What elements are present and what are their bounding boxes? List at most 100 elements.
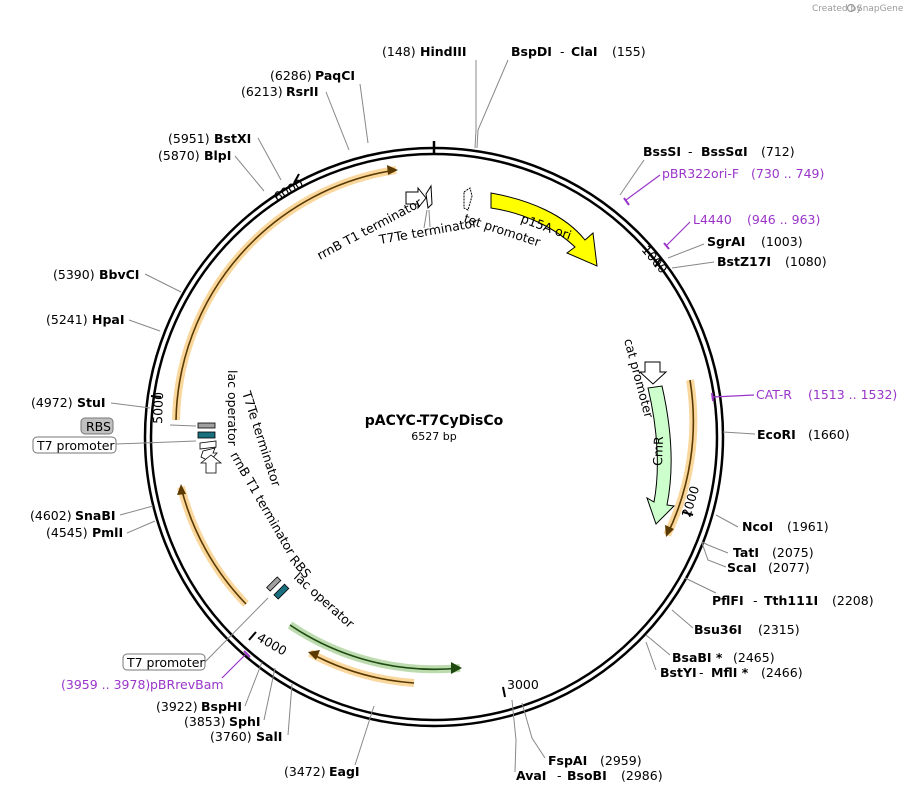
t7te-terminator-top-icon bbox=[425, 184, 433, 210]
site-fspai: FspAI bbox=[548, 753, 587, 768]
primer-pbrrevbam-range: (3959 .. 3978) bbox=[61, 677, 150, 692]
site-clai: ClaI bbox=[571, 44, 598, 59]
site-avai-sep: - bbox=[557, 768, 562, 783]
site-blpi: BlpI bbox=[204, 148, 231, 163]
site-tth111i: Tth111I bbox=[764, 593, 818, 608]
site-bstyi-sep: - bbox=[699, 665, 704, 680]
site-bsu36i-pos: (2315) bbox=[758, 622, 800, 637]
rbs-box bbox=[80, 417, 114, 435]
site-bbvci-pos: (5390) bbox=[53, 267, 95, 282]
site-bstxi: BstXI bbox=[214, 131, 251, 146]
t7-promoter-box-2 bbox=[122, 653, 206, 671]
site-snabi-pos: (4602) bbox=[30, 508, 72, 523]
tet-promoter-icon bbox=[463, 187, 473, 211]
site-ecori: EcoRI bbox=[757, 427, 796, 442]
site-avai: AvaI bbox=[516, 768, 546, 783]
site-fspai-pos: (2959) bbox=[600, 753, 642, 768]
site-sali: SalI bbox=[256, 729, 282, 744]
t7-promoter-left-icon bbox=[199, 454, 223, 474]
site-blpi-pos: (5870) bbox=[158, 148, 200, 163]
site-paqci: PaqCI bbox=[315, 68, 355, 83]
site-leaders bbox=[110, 59, 756, 773]
site-bstz17i: BstZ17I bbox=[717, 254, 771, 269]
tick-1000: 1000 bbox=[639, 242, 671, 276]
site-hindiii: HindIII bbox=[420, 44, 467, 59]
primer-pbr322ori-f: pBR322ori-F bbox=[662, 166, 739, 181]
site-bstyi: BstYI bbox=[660, 665, 697, 680]
site-sphi: SphI bbox=[229, 714, 261, 729]
lac-operator-bottom-icon bbox=[273, 583, 290, 600]
site-scai: ScaI bbox=[727, 560, 757, 575]
site-pflfi-sep: - bbox=[753, 593, 758, 608]
p15a-ori-feature bbox=[490, 192, 598, 267]
site-bspdi-pos: (155) bbox=[612, 44, 646, 59]
site-bsabi: BsaBI * bbox=[672, 650, 723, 665]
cmr-feature bbox=[646, 385, 676, 525]
lac-operator-left-icon bbox=[197, 431, 216, 439]
site-pflfi-pos: (2208) bbox=[832, 593, 874, 608]
site-sgrai: SgrAI bbox=[707, 234, 745, 249]
site-bsssai: BssSαI bbox=[701, 144, 748, 159]
site-sgrai-pos: (1003) bbox=[761, 234, 803, 249]
orf-arcs bbox=[172, 165, 698, 687]
site-stui: StuI bbox=[77, 395, 106, 410]
rbs-bottom-icon bbox=[266, 576, 282, 592]
primer-cat-r: CAT-R bbox=[756, 387, 792, 402]
created-by-label: Created by bbox=[812, 4, 862, 14]
tick-3000: 3000 bbox=[507, 677, 539, 692]
site-paqci-pos: (6286) bbox=[270, 68, 312, 83]
site-mfli: MflI * bbox=[711, 665, 749, 680]
snapgene-label: SnapGene bbox=[857, 4, 904, 14]
site-bstz17i-pos: (1080) bbox=[785, 254, 827, 269]
t7te-terminator-left-icon bbox=[199, 440, 217, 450]
primer-pbrrevbam: pBRrevBam bbox=[150, 677, 224, 692]
site-bsphi-pos: (3922) bbox=[156, 699, 198, 714]
site-eagi-pos: (3472) bbox=[284, 764, 326, 779]
t7-promoter-box-1-label: T7 promoter bbox=[36, 438, 115, 453]
site-bsssi-sep: - bbox=[688, 144, 693, 159]
cat-promoter-icon bbox=[638, 361, 668, 385]
tick-4000: 4000 bbox=[255, 630, 290, 659]
site-bsabi-pos: (2465) bbox=[733, 650, 775, 665]
site-stui-pos: (4972) bbox=[31, 395, 73, 410]
site-pflfi: PflFI bbox=[712, 593, 744, 608]
rbs-box-label: RBS bbox=[86, 419, 111, 434]
lac-operator-left-label: lac operator bbox=[225, 370, 240, 447]
site-ecori-pos: (1660) bbox=[808, 427, 850, 442]
site-tati: TatI bbox=[733, 545, 759, 560]
cmr-label: CmR bbox=[650, 436, 666, 466]
site-bstyi-pos: (2466) bbox=[761, 665, 803, 680]
site-bsphi: BspHI bbox=[201, 699, 242, 714]
t7-promoter-box-1 bbox=[32, 436, 117, 454]
site-hpai-pos: (5241) bbox=[46, 312, 88, 327]
site-eagi: EagI bbox=[329, 764, 360, 779]
primer-pbr322ori-f-range: (730 .. 749) bbox=[751, 166, 824, 181]
site-sali-pos: (3760) bbox=[210, 729, 252, 744]
site-tati-pos: (2075) bbox=[772, 545, 814, 560]
site-bspdi: BspDI bbox=[511, 44, 552, 59]
site-bsssi: BssSI bbox=[643, 144, 681, 159]
site-sphi-pos: (3853) bbox=[184, 714, 226, 729]
primer-l4440-range: (946 .. 963) bbox=[747, 212, 820, 227]
site-bsobi: BsoBI bbox=[567, 768, 607, 783]
site-rsrii-pos: (6213) bbox=[241, 84, 283, 99]
site-snabi: SnaBI bbox=[75, 508, 116, 523]
rrnb-terminator-top-icon bbox=[405, 186, 427, 210]
t7-promoter-box-2-label: T7 promoter bbox=[126, 655, 205, 670]
site-bbvci: BbvCI bbox=[99, 267, 139, 282]
snapgene-logo-icon bbox=[846, 3, 856, 13]
site-bstxi-pos: (5951) bbox=[168, 131, 210, 146]
primer-l4440: L4440 bbox=[693, 212, 732, 227]
site-pmli: PmlI bbox=[92, 525, 123, 540]
site-scai-pos: (2077) bbox=[768, 560, 810, 575]
site-bsu36i: Bsu36I bbox=[694, 622, 742, 637]
site-ncoi-pos: (1961) bbox=[787, 519, 829, 534]
site-avai-pos: (2986) bbox=[621, 768, 663, 783]
site-pmli-pos: (4545) bbox=[46, 525, 88, 540]
site-bsssi-pos: (712) bbox=[761, 144, 795, 159]
plasmid-size: 6527 bp bbox=[411, 430, 456, 443]
site-hpai: HpaI bbox=[92, 312, 125, 327]
primer-leaders bbox=[221, 174, 755, 679]
site-ncoi: NcoI bbox=[742, 519, 773, 534]
